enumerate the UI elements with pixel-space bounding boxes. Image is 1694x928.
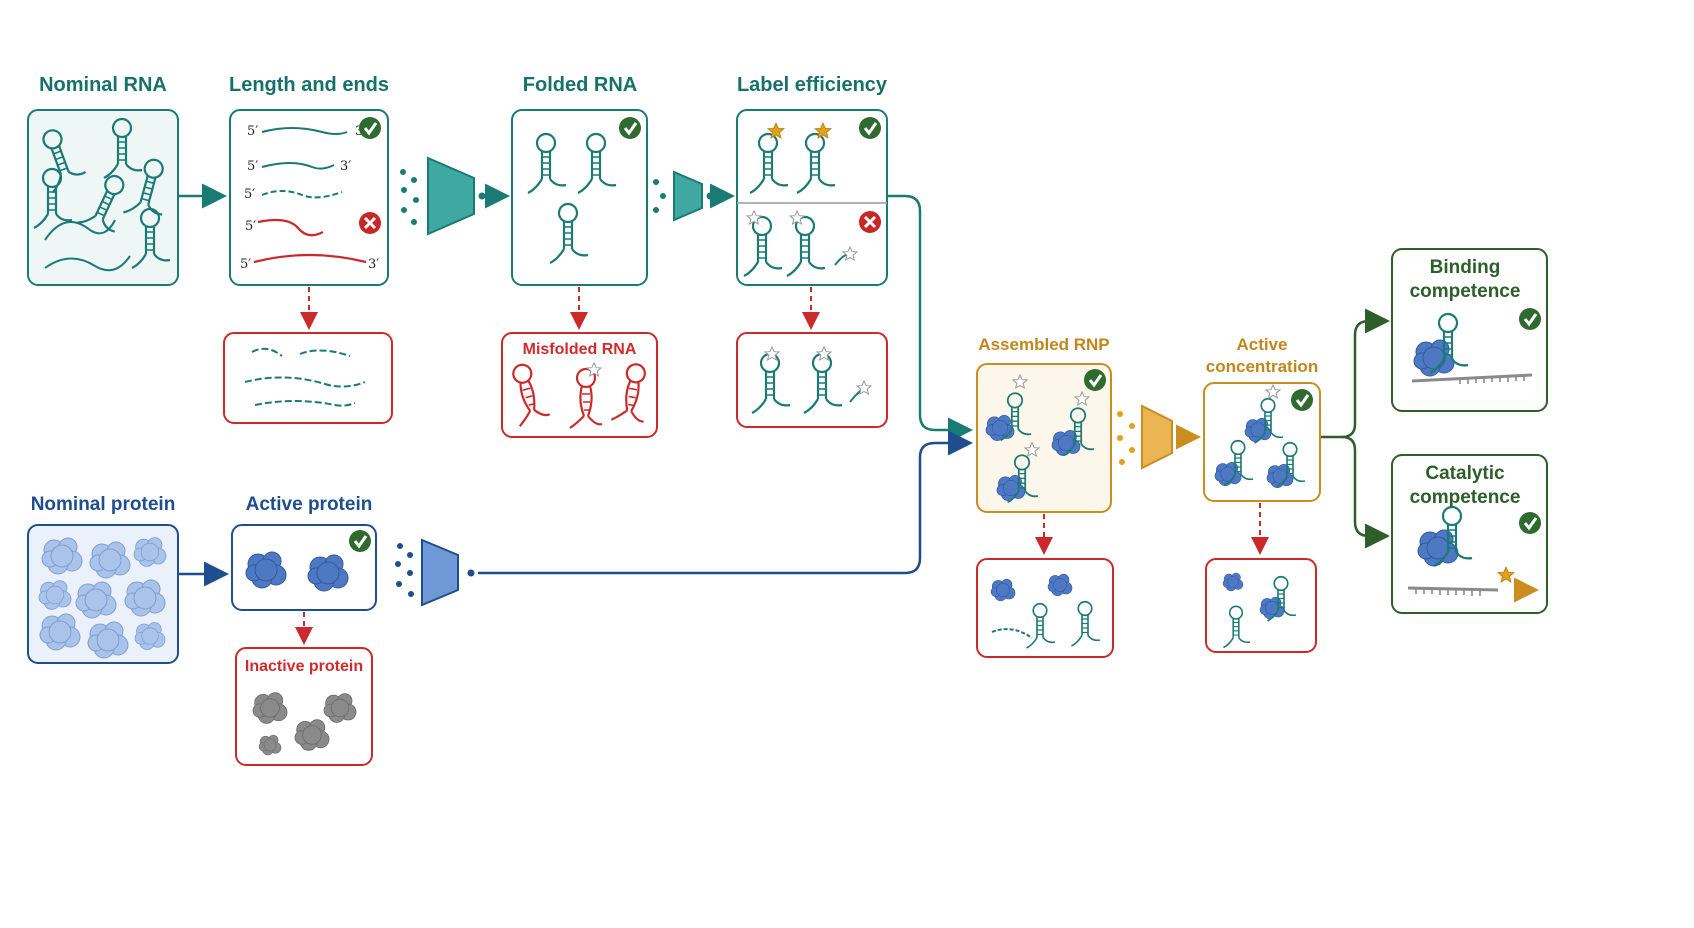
filter-funnel-icon (400, 156, 510, 236)
svg-text:5′: 5′ (247, 159, 258, 174)
catalytic-competence-title: Catalytic competence (1392, 462, 1538, 510)
svg-text:5′: 5′ (240, 257, 251, 272)
unassembled-components (990, 573, 1101, 649)
check-icon (857, 115, 883, 141)
active-concentration-line1: Active (1236, 335, 1288, 354)
nominal-rna-molecules (31, 117, 177, 272)
assembled-rnp-title: Assembled RNP (978, 335, 1110, 354)
branch-to-catalytic (1341, 435, 1390, 549)
binding-line2: competence (1409, 281, 1521, 302)
binding-competence-title: Binding competence (1392, 256, 1538, 304)
misfolded-rna-title: Misfolded RNA (522, 341, 637, 358)
truncated-rna-fragments (244, 347, 366, 407)
catalytic-line1: Catalytic (1425, 463, 1505, 484)
svg-text:3′: 3′ (340, 159, 351, 174)
label-efficiency-title: Label efficiency (736, 74, 888, 96)
check-icon (357, 115, 383, 141)
unassembled-rnp-reject-box (976, 558, 1114, 658)
labeled-rna-molecules (742, 122, 858, 278)
protein-to-rnp-connector (478, 430, 973, 575)
filter-funnel-icon (653, 170, 735, 222)
rna-strands: 5′3′ 5′3′ 5′ 5′ 5′3′ (240, 124, 379, 272)
truncated-rna-reject-box (223, 332, 393, 424)
inactive-protein-box (235, 647, 373, 766)
cross-icon (357, 210, 383, 236)
unlabeled-rna-molecules (750, 346, 872, 415)
folded-rna-title: Folded RNA (522, 74, 638, 96)
check-icon (1082, 367, 1108, 393)
svg-text:5′: 5′ (244, 187, 255, 202)
inactive-protein-title: Inactive protein (244, 658, 364, 675)
binding-complex (1411, 312, 1533, 384)
rna-to-rnp-connector (887, 194, 973, 443)
active-concentration-title: Active concentration (1195, 334, 1329, 378)
nominal-rna-title: Nominal RNA (39, 74, 167, 96)
check-icon (1517, 510, 1543, 536)
filter-funnel-icon (395, 538, 475, 607)
svg-text:3′: 3′ (368, 257, 379, 272)
check-icon (1289, 387, 1315, 413)
assembled-rnp-box (976, 363, 1112, 513)
svg-text:5′: 5′ (245, 219, 256, 234)
branch-to-binding (1321, 308, 1390, 439)
svg-text:5′: 5′ (247, 124, 258, 139)
length-and-ends-title: Length and ends (229, 74, 389, 96)
nominal-protein-title: Nominal protein (30, 494, 176, 515)
active-protein-title: Active protein (245, 494, 373, 515)
check-icon (347, 528, 373, 554)
check-icon (1517, 306, 1543, 332)
label-efficiency-box (736, 109, 888, 286)
active-protein-box (231, 524, 377, 611)
cross-icon (857, 209, 883, 235)
check-icon (617, 115, 643, 141)
active-concentration-line2: concentration (1205, 357, 1319, 376)
folded-rna-box (511, 109, 648, 286)
filter-funnel-icon (1117, 404, 1201, 470)
catalytic-line2: competence (1409, 487, 1521, 508)
unlabeled-rna-reject-box (736, 332, 888, 428)
binding-line1: Binding (1429, 257, 1501, 278)
catalytic-complex (1407, 505, 1539, 603)
nominal-protein-molecules (38, 537, 167, 659)
